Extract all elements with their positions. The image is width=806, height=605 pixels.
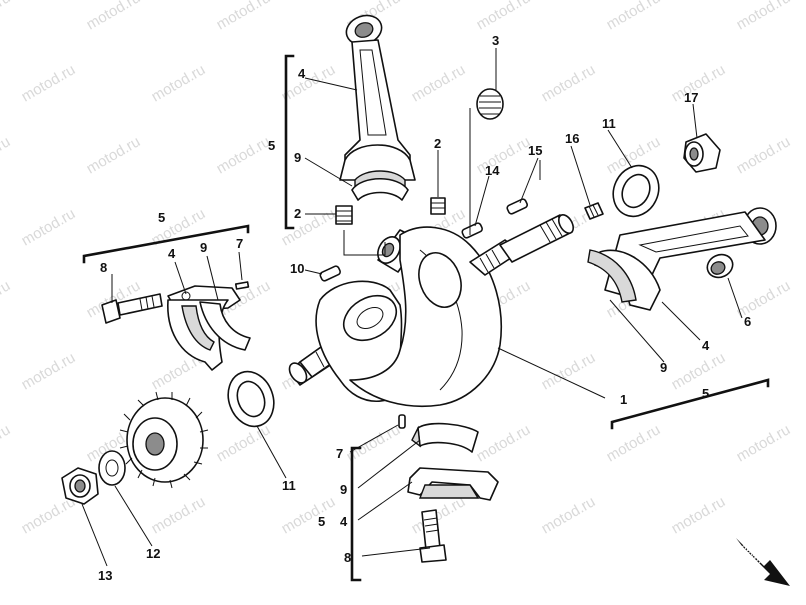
spacer-11-left — [227, 370, 275, 428]
callout-4-top-rod: 4 — [298, 66, 306, 81]
watermark-text: motod.ru — [604, 0, 664, 33]
callout-15-key: 15 — [528, 143, 542, 158]
callout-1-crankshaft: 1 — [620, 392, 627, 407]
watermark-text: motod.ru — [474, 133, 534, 177]
watermark-text: motod.ru — [19, 205, 79, 249]
callout-7-bottom-pin: 7 — [336, 446, 343, 461]
callout-5-left-group: 5 — [158, 210, 165, 225]
callout-9-top-bearing: 9 — [294, 150, 301, 165]
connecting-rod-right — [587, 207, 777, 311]
direction-label: AVANTI — [741, 542, 764, 565]
key-10 — [319, 265, 341, 282]
callout-13-nut: 13 — [98, 568, 112, 583]
crankshaft — [288, 214, 575, 408]
watermark-text: motod.ru — [539, 61, 599, 105]
rod-cap-left — [167, 281, 251, 371]
callout-11-left-spacer: 11 — [282, 478, 296, 493]
callout-8-bottom-bolt: 8 — [344, 550, 351, 565]
plug-16 — [584, 202, 604, 220]
plug-2-center — [430, 197, 446, 215]
callout-4-bottom-cap: 4 — [340, 514, 348, 529]
watermark-text: motod.ru — [84, 133, 144, 177]
callout-11-right-spacer: 11 — [602, 116, 616, 131]
callout-16-plug: 16 — [565, 131, 579, 146]
callout-5-bottom-group: 5 — [318, 514, 325, 529]
washer-12 — [98, 450, 126, 486]
callout-4-right-rod: 4 — [702, 338, 710, 353]
callout-12-washer: 12 — [146, 546, 160, 561]
watermark-text: motod.ru — [84, 0, 144, 33]
plug-2-left — [335, 205, 353, 225]
callout-7-left-pin: 7 — [236, 236, 243, 251]
watermark-text: motod.ru — [669, 349, 729, 393]
callout-14-key: 14 — [485, 163, 500, 178]
direction-arrow-icon: AVANTI — [736, 538, 790, 586]
rod-cap-bottom — [407, 422, 499, 563]
callout-10-key: 10 — [290, 261, 304, 276]
bolt-left — [101, 293, 163, 324]
callout-8-left-bolt: 8 — [100, 260, 107, 275]
callout-4-left-cap: 4 — [168, 246, 176, 261]
watermark-text: motod.ru — [539, 493, 599, 537]
watermark-text: motod.ru — [214, 133, 274, 177]
callout-2-left-plug: 2 — [294, 206, 301, 221]
nut-17 — [683, 133, 721, 173]
callout-2-center-plug: 2 — [434, 136, 441, 151]
bracket-group-left — [82, 224, 250, 264]
callout-labels: 4 5 9 2 2 3 14 15 16 11 17 1 9 4 6 5 10 … — [98, 33, 751, 583]
watermark-text: motod.ru — [669, 493, 729, 537]
watermark-text: motod.ru — [19, 349, 79, 393]
nut-13 — [61, 467, 99, 505]
watermark-text: motod.ru — [279, 493, 339, 537]
spring-3 — [476, 88, 504, 120]
callout-9-bottom-bearing: 9 — [340, 482, 347, 497]
connecting-rod-top — [339, 14, 416, 201]
bracket-group-right — [610, 378, 770, 430]
callout-3-spring: 3 — [492, 33, 499, 48]
spacer-11-right — [612, 164, 660, 218]
key-14 — [461, 222, 483, 239]
callout-5-top-group: 5 — [268, 138, 275, 153]
pin-7-bottom — [398, 414, 406, 429]
callout-17-nut: 17 — [684, 90, 698, 105]
bracket-group-bottom — [350, 446, 362, 582]
leader-lines — [81, 48, 743, 567]
watermark-text: motod.ru — [0, 0, 13, 33]
watermark-text: motod.ru — [0, 277, 13, 321]
watermark-text: motod.ru — [734, 0, 794, 33]
key-15 — [506, 198, 528, 215]
watermark-text: motod.ru — [734, 133, 794, 177]
watermark-text: motod.ru — [474, 421, 534, 465]
bracket-group-top — [284, 54, 295, 230]
callout-9-right-bearing: 9 — [660, 360, 667, 375]
watermark-text: motod.ru — [214, 421, 274, 465]
watermark-text: motod.ru — [0, 133, 13, 177]
callout-9-left-bearing: 9 — [200, 240, 207, 255]
callout-5-right-group: 5 — [702, 386, 709, 401]
watermark-text: motod.ru — [474, 0, 534, 33]
watermark-text: motod.ru — [19, 61, 79, 105]
watermark-text: motod.ru — [149, 493, 209, 537]
watermark-text: motod.ru — [409, 61, 469, 105]
watermark-text: motod.ru — [149, 61, 209, 105]
watermark-text: motod.ru — [214, 0, 274, 33]
watermark-text: motod.ru — [734, 277, 794, 321]
watermark-text: motod.ru — [0, 421, 13, 465]
watermark-text: motod.ru — [734, 421, 794, 465]
callout-6-bush: 6 — [744, 314, 751, 329]
timing-gear — [119, 391, 209, 489]
